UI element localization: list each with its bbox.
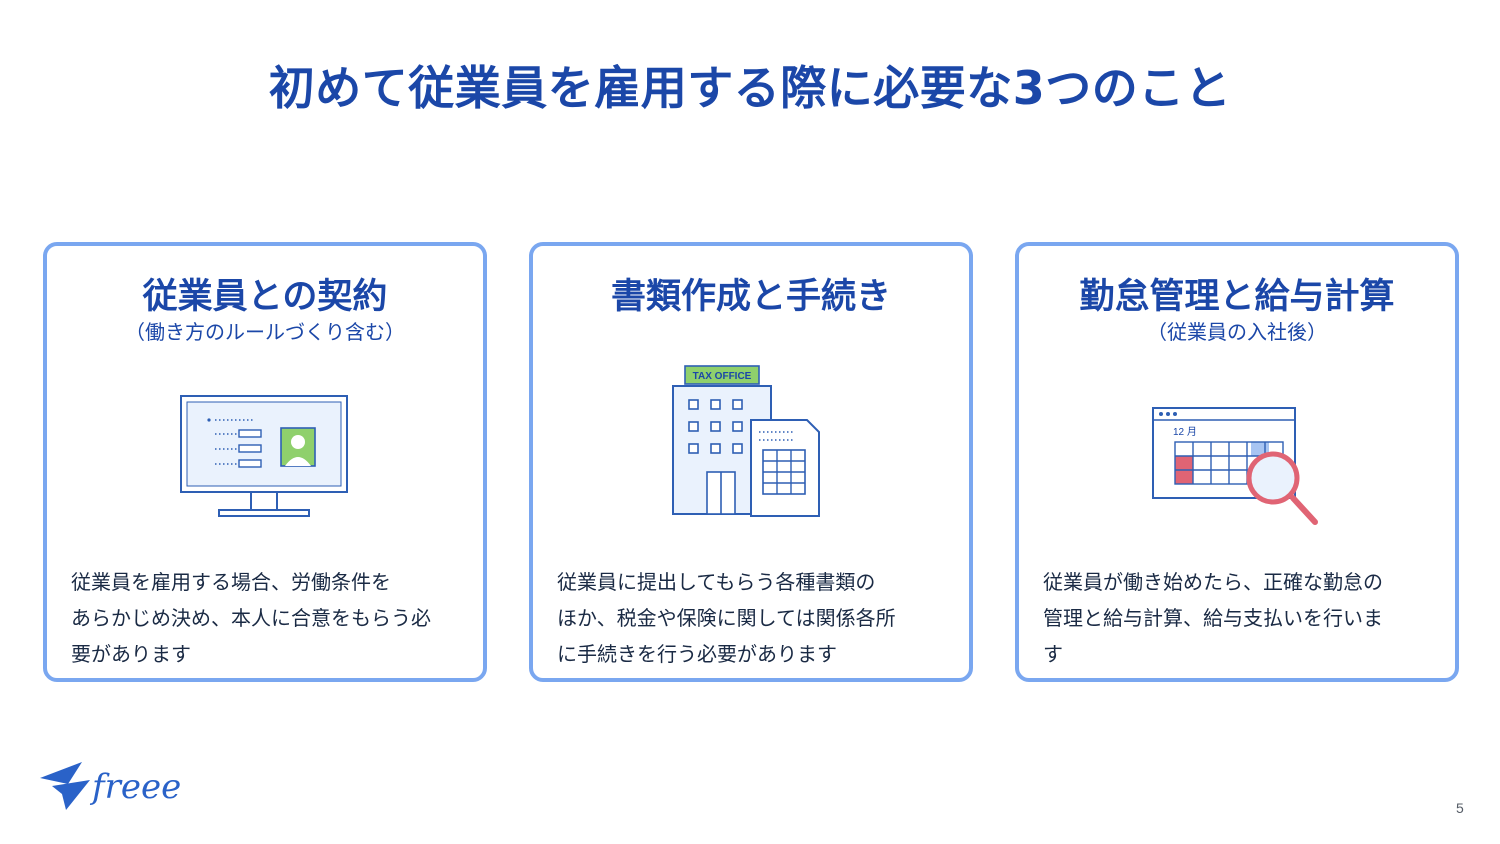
calendar-magnifier-icon: 12 月 <box>1019 406 1455 530</box>
card-subtitle: （従業員の入社後） <box>1147 320 1327 344</box>
card-subtitle: （働き方のルールづくり含む） <box>125 320 405 344</box>
card-title: 従業員との契約 <box>142 277 388 317</box>
card-body-line: 従業員に提出してもらう各種書類の <box>557 570 876 594</box>
card-body: 従業員を雇用する場合、労働条件を あらかじめ決め、本人に合意をもらう必 要があり… <box>71 564 471 672</box>
tax-office-label: TAX OFFICE <box>693 371 752 382</box>
page-number: 5 <box>1456 800 1464 816</box>
card-body-line: 管理と給与計算、給与支払いを行いま <box>1043 606 1383 630</box>
card-body-line: 従業員が働き始めたら、正確な勤怠の <box>1043 570 1383 594</box>
card-body-line: 要があります <box>71 642 191 666</box>
card-title: 勤怠管理と給与計算 <box>1079 277 1395 317</box>
card-documents: 書類作成と手続き TAX OFFICE <box>529 242 973 682</box>
monitor-profile-icon <box>47 394 483 522</box>
card-body: 従業員に提出してもらう各種書類の ほか、税金や保険に関しては関係各所 に手続きを… <box>557 564 957 672</box>
card-body-line: に手続きを行う必要があります <box>557 642 837 666</box>
freee-bird-logo: freee <box>40 762 181 810</box>
card-contract: 従業員との契約 （働き方のルールづくり含む） 従業員 <box>43 242 487 682</box>
card-body-line: 従業員を雇用する場合、労働条件を <box>71 570 391 594</box>
card-attendance-payroll: 勤怠管理と給与計算 （従業員の入社後） 12 月 <box>1015 242 1459 682</box>
tax-office-building-icon: TAX OFFICE <box>533 364 969 518</box>
logo-wordmark: freee <box>89 767 181 807</box>
card-body-line: す <box>1043 642 1063 666</box>
card-body-line: あらかじめ決め、本人に合意をもらう必 <box>71 606 431 630</box>
calendar-month-label: 12 月 <box>1173 426 1197 438</box>
slide-title: 初めて従業員を雇用する際に必要な3つのこと <box>268 61 1232 115</box>
freee-logo: freee <box>38 758 198 818</box>
card-title: 書類作成と手続き <box>610 277 891 317</box>
card-body: 従業員が働き始めたら、正確な勤怠の 管理と給与計算、給与支払いを行いま す <box>1043 564 1443 672</box>
card-body-line: ほか、税金や保険に関しては関係各所 <box>557 606 896 630</box>
